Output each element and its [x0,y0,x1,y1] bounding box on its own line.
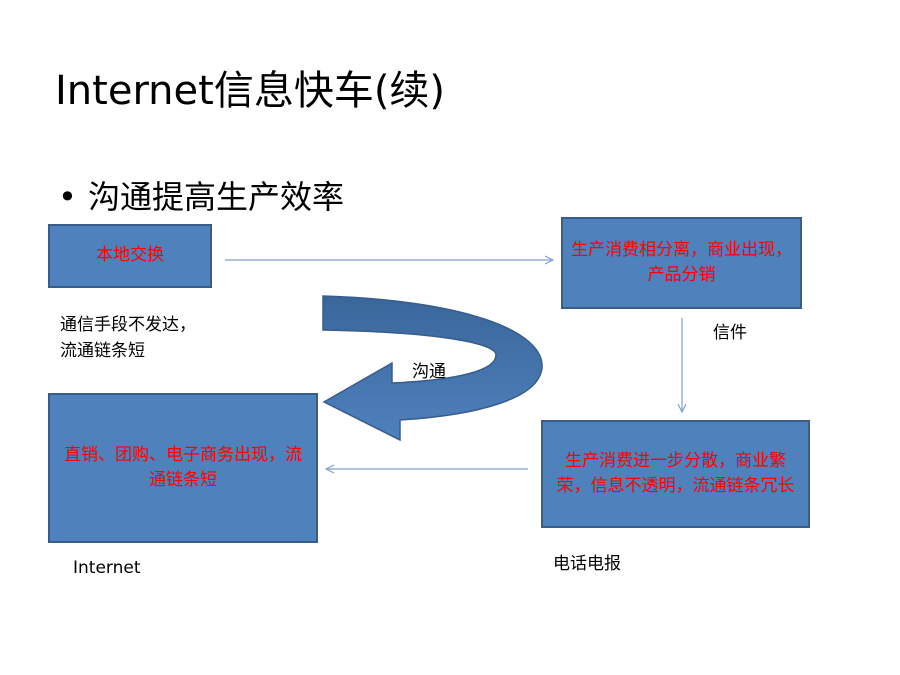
box-direct-sales: 直销、团购、电子商务出现，流通链条短 [48,393,318,543]
label-letters: 信件 [713,323,747,343]
box-dispersion: 生产消费进一步分散，商业繁荣，信息不透明，流通链条冗长 [541,420,810,528]
label-comm-line2: 流通链条短 [60,341,145,362]
label-internet: Internet [73,558,141,578]
curved-communication-arrow [322,295,543,442]
box-direct-sales-text: 直销、团购、电子商务出现，流通链条短 [64,444,302,491]
label-communication: 沟通 [412,362,446,382]
box-separation: 生产消费相分离，商业出现，产品分销 [561,217,802,309]
bullet-text: 沟通提高生产效率 [88,178,345,216]
label-comm-line1: 通信手段不发达， [60,315,196,335]
label-phone-telegram: 电话电报 [553,554,621,574]
box-dispersion-text: 生产消费进一步分散，商业繁荣，信息不透明，流通链条冗长 [556,450,795,497]
label-communication-underdeveloped: 通信手段不发达， 流通链条短 [60,312,196,365]
bullet-dot-icon: • [58,178,77,216]
box-local-exchange-text: 本地交换 [96,245,164,266]
bullet-item: • 沟通提高生产效率 [58,172,344,218]
slide-title: Internet信息快车(续) [55,68,446,114]
box-separation-text: 生产消费相分离，商业出现，产品分销 [571,239,792,286]
box-local-exchange: 本地交换 [48,224,212,288]
